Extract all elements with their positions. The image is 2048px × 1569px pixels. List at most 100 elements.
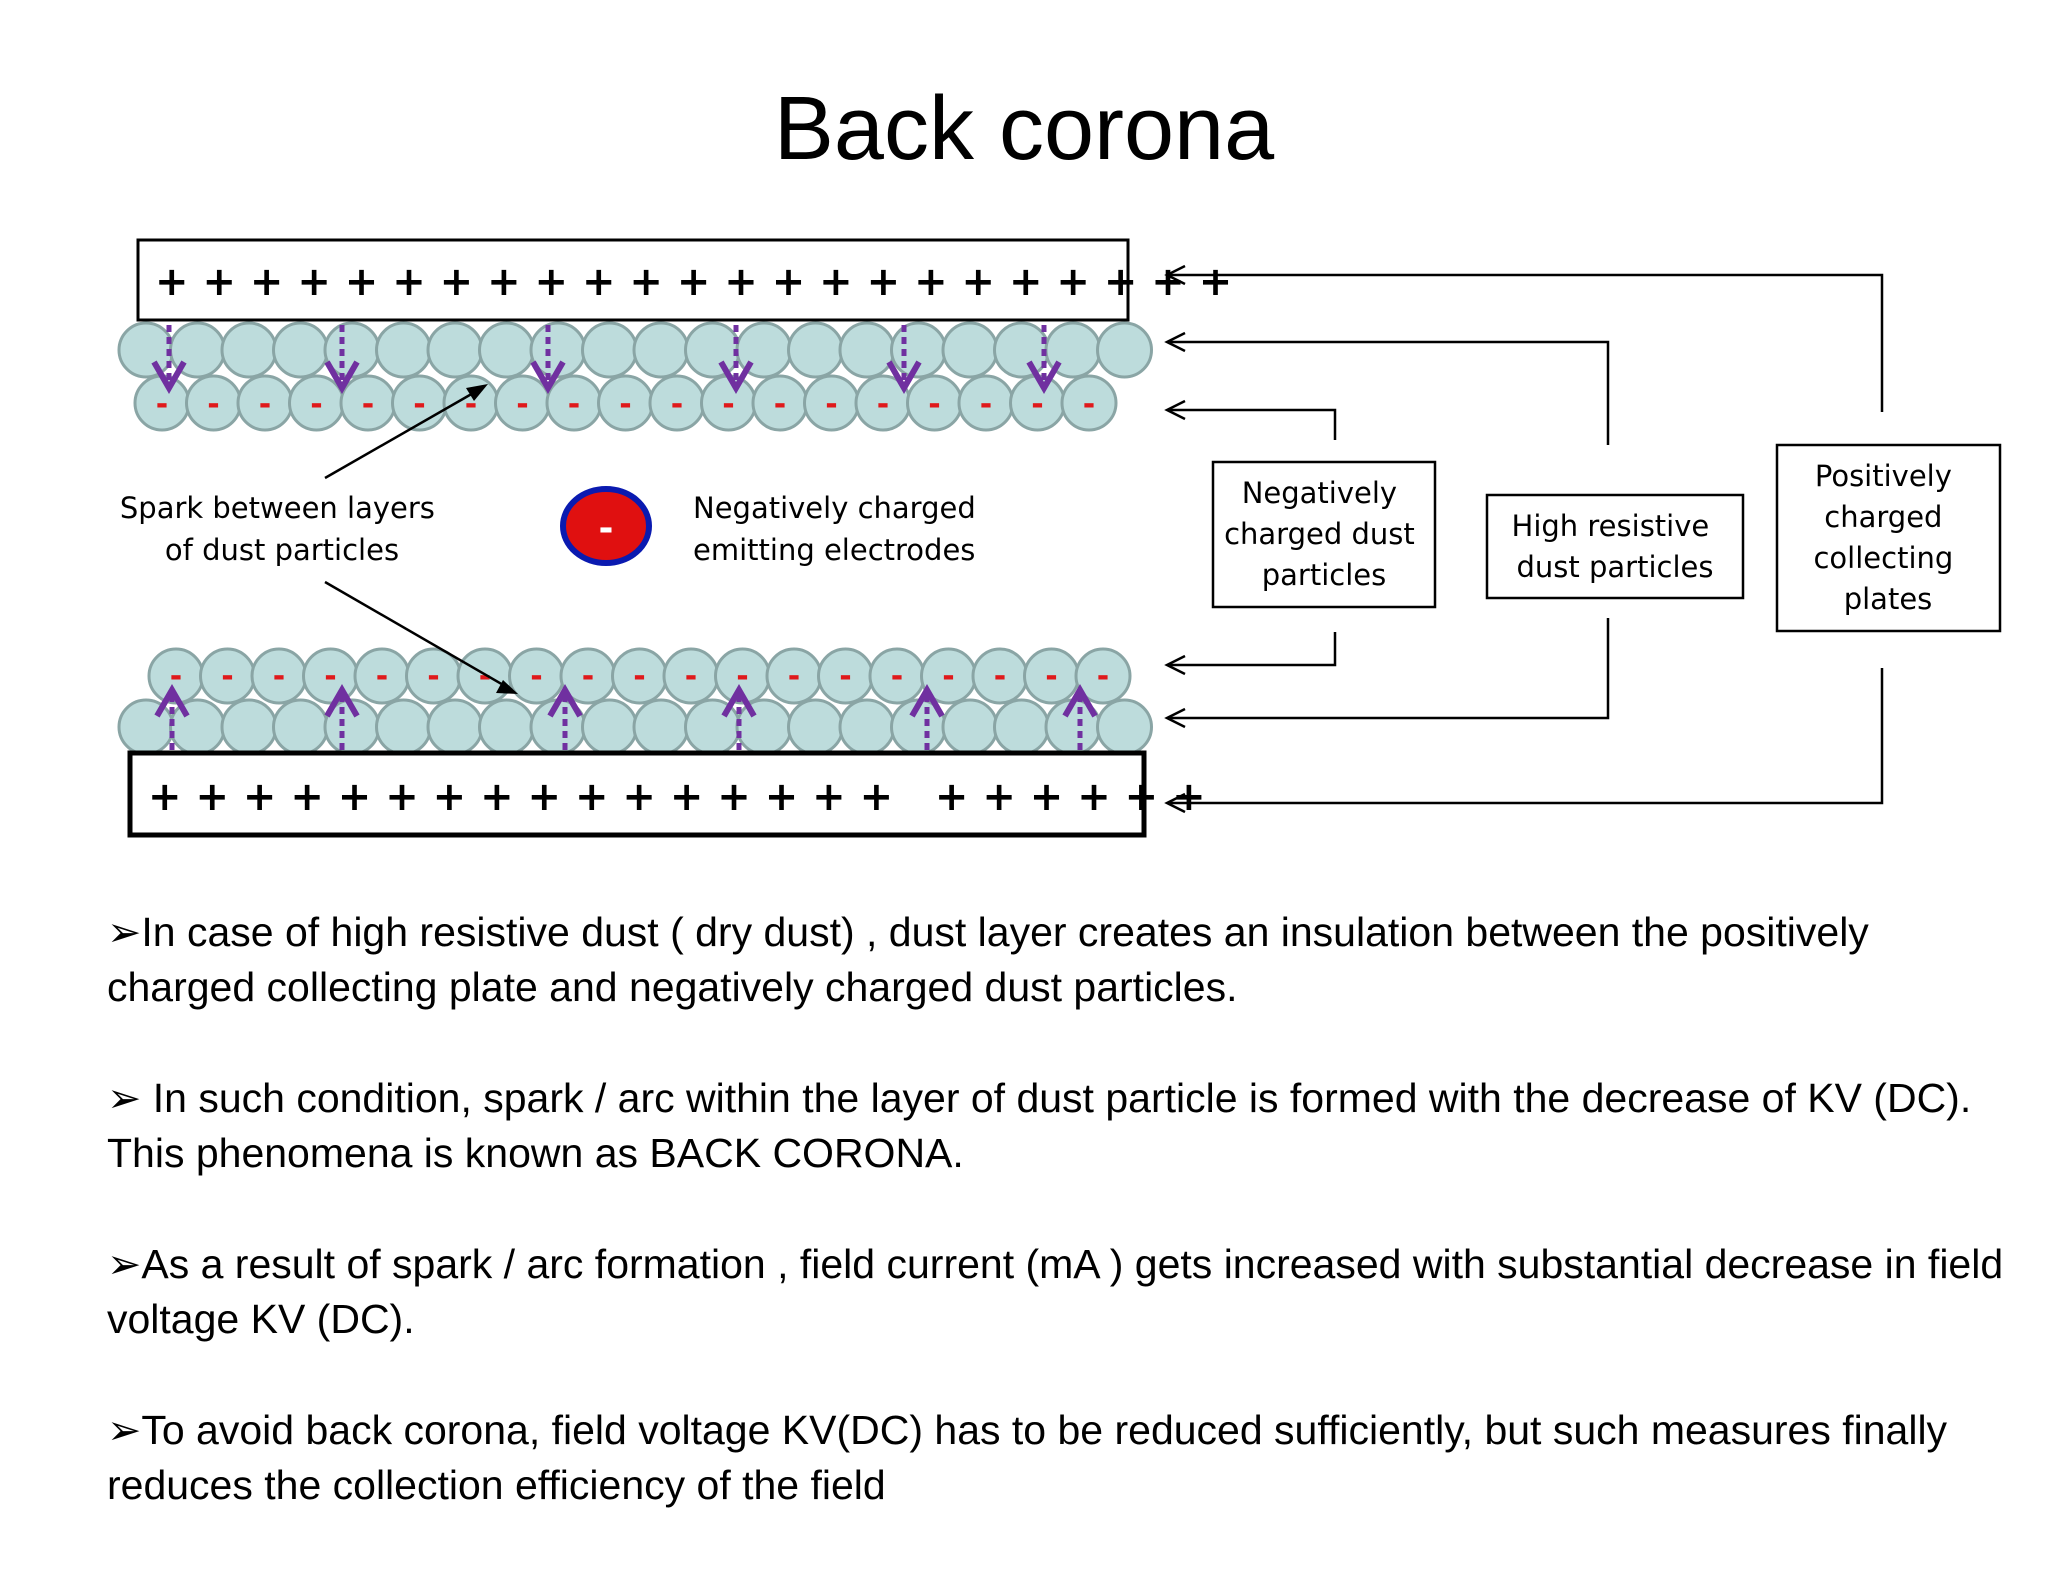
dust-particle [1060, 374, 1118, 432]
negative-charge-sign: - [427, 659, 439, 694]
dust-particle [941, 698, 999, 756]
electrode-sign: - [599, 508, 614, 549]
negative-charge-sign: - [582, 659, 594, 694]
bullet-marker: ➢ [107, 1241, 142, 1287]
negative-charge-sign: - [928, 387, 940, 422]
negative-charge-sign: - [891, 659, 903, 694]
spark-arrow-head [909, 683, 945, 718]
bullet-text: In such condition, spark / arc within th… [107, 1075, 1972, 1176]
negative-charge-sign: - [479, 659, 491, 694]
positive-plates-box [1775, 443, 2002, 633]
bottom-collecting-plate [127, 750, 1147, 838]
bottom-spark-arrows [154, 683, 1098, 750]
emitting-electrode-symbol [560, 486, 652, 566]
top-high-resistive-layer [117, 321, 1153, 379]
bullet-item: ➢In case of high resistive dust ( dry du… [107, 905, 2017, 1015]
dust-particle [581, 698, 638, 756]
negative-charge-sign: - [376, 659, 388, 694]
connector-arrowheads [1164, 264, 1186, 814]
dust-particle [272, 698, 329, 756]
top-negative-dust-layer: ------------------- [133, 374, 1118, 432]
positive-plates-box-label: Positively charged collecting plates [1813, 459, 1962, 616]
spark-pointer-down [324, 580, 513, 692]
top-plate-plus-signs: + + + + + + + + + + + + + + + + + + + + … [155, 259, 1232, 305]
connector-negative-top [1170, 408, 1337, 440]
negative-charge-sign: - [994, 659, 1006, 694]
negative-charge-sign: - [685, 659, 697, 694]
connector-positive-top [1170, 273, 1884, 412]
dust-particle [632, 321, 690, 379]
spark-arrow-head [886, 360, 922, 395]
negative-charge-sign: - [324, 659, 336, 694]
negative-charge-sign: - [942, 659, 954, 694]
dust-particle [375, 321, 432, 379]
connector-lines [1170, 273, 1884, 805]
dust-particle [993, 321, 1050, 379]
negative-charge-sign: - [310, 387, 322, 422]
bullet-item: ➢ In such condition, spark / arc within … [107, 1071, 2017, 1181]
bullet-text: To avoid back corona, field voltage KV(D… [107, 1407, 1948, 1508]
spark-label: Spark between layers of dust particles [120, 491, 444, 567]
negative-charge-sign: - [619, 387, 631, 422]
dust-particle [272, 321, 329, 379]
negative-charge-sign: - [516, 387, 528, 422]
dust-particle [375, 698, 432, 756]
bottom-high-resistive-layer [117, 698, 1153, 756]
negative-charge-sign: - [633, 659, 645, 694]
spark-arrow-head [154, 683, 190, 718]
negative-charge-sign: - [671, 387, 683, 422]
bullet-marker: ➢ [107, 1075, 142, 1121]
dust-particle [169, 698, 226, 756]
dust-particle [478, 698, 535, 756]
dust-particle [993, 698, 1050, 756]
dust-particle [220, 698, 278, 756]
dust-particle [220, 321, 278, 379]
spark-pointer-down-head [496, 680, 518, 694]
negative-charge-sign: - [722, 387, 734, 422]
negative-charge-sign: - [568, 387, 580, 422]
dust-particle [787, 698, 844, 756]
negative-charge-sign: - [273, 659, 285, 694]
negative-charge-sign: - [413, 387, 425, 422]
spark-arrow-head [547, 683, 583, 718]
dust-particle [581, 321, 638, 379]
bullet-text: In case of high resistive dust ( dry dus… [107, 909, 1869, 1010]
dust-particle [426, 321, 484, 379]
negative-charge-sign: - [1031, 387, 1043, 422]
negative-charge-sign: - [877, 387, 889, 422]
dust-particle [1096, 321, 1153, 379]
dust-particle [117, 321, 175, 379]
spark-pointer-up [324, 386, 483, 480]
negative-charge-sign: - [170, 659, 182, 694]
negative-charge-sign: - [980, 387, 992, 422]
dust-particle [632, 698, 690, 756]
connector-highres-bottom [1170, 618, 1610, 720]
negative-charge-sign: - [839, 659, 851, 694]
negative-charge-sign: - [362, 387, 374, 422]
bullet-marker: ➢ [107, 909, 142, 955]
connector-positive-bottom [1170, 668, 1884, 805]
bullet-text: As a result of spark / arc formation , f… [107, 1241, 2004, 1342]
negative-charge-sign: - [788, 659, 800, 694]
dust-particle [838, 698, 896, 756]
dust-particle [426, 698, 484, 756]
spark-arrow-head [718, 360, 754, 395]
back-corona-diagram: + + + + + + + + + + + + + + + + + + + + … [117, 238, 2002, 838]
negative-charge-sign: - [825, 387, 837, 422]
electrode-label: Negatively charged emitting electrodes [693, 491, 985, 567]
top-collecting-plate [136, 238, 1130, 322]
dust-particle [941, 321, 999, 379]
spark-arrow-head [1062, 683, 1098, 718]
negative-charge-sign: - [1045, 659, 1057, 694]
spark-arrow-head [530, 360, 566, 395]
spark-arrow-head [151, 360, 187, 395]
dust-particle [1096, 698, 1153, 756]
negative-charge-sign: - [156, 387, 168, 422]
bullet-marker: ➢ [107, 1407, 142, 1453]
dust-particle [478, 321, 535, 379]
negative-charge-sign: - [1083, 387, 1095, 422]
slide-title: Back corona [773, 79, 1275, 179]
spark-pointer-up-head [466, 384, 488, 401]
dust-particle [735, 698, 793, 756]
bullet-item: ➢As a result of spark / arc formation , … [107, 1237, 2017, 1347]
